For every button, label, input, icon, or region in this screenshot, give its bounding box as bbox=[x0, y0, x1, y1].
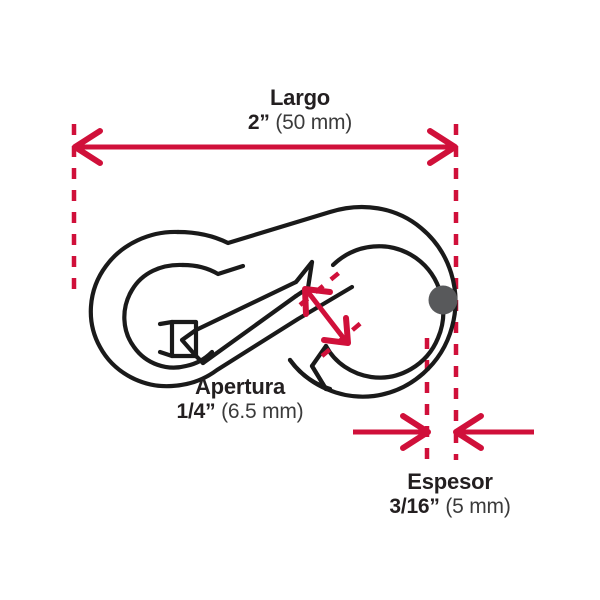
apertura-arrowhead-lower bbox=[321, 315, 351, 346]
gate-bar-nose bbox=[293, 259, 315, 285]
hook-body-outer bbox=[88, 229, 355, 389]
espesor-value-imperial: 3/16” bbox=[389, 494, 440, 518]
hinge-block bbox=[169, 319, 199, 359]
largo-value-imperial: 2” bbox=[247, 110, 270, 134]
apertura-value-imperial: 1/4” bbox=[176, 399, 216, 423]
espesor-dimension-label: Espesor 3/16” (5 mm) bbox=[355, 469, 545, 519]
espesor-arrowhead-left bbox=[400, 413, 431, 451]
largo-label-title: Largo bbox=[269, 85, 331, 110]
hook-right-inner-arc bbox=[323, 244, 446, 380]
gate-bar-bottom-edge bbox=[200, 293, 299, 366]
espesor-dimension-arrows bbox=[353, 413, 534, 451]
gate-bar-tail bbox=[179, 327, 206, 366]
left-eye-inner bbox=[122, 262, 215, 370]
hook-body-top-edge bbox=[175, 204, 458, 399]
carabiner-outline bbox=[88, 204, 458, 399]
apertura-value-metric: (6.5 mm) bbox=[221, 399, 304, 423]
largo-dimension-label: Largo 2” (50 mm) bbox=[150, 85, 450, 135]
espesor-value-metric: (5 mm) bbox=[445, 494, 511, 518]
hinge-block-connector bbox=[157, 319, 175, 359]
espesor-label-value: 3/16” (5 mm) bbox=[355, 495, 545, 519]
largo-value-metric: (50 mm) bbox=[275, 110, 353, 134]
hook-lower-arm-cut bbox=[309, 363, 329, 392]
apertura-label-title: Apertura bbox=[194, 374, 286, 399]
largo-arrowhead-left bbox=[72, 128, 103, 166]
espesor-label-title: Espesor bbox=[407, 469, 493, 494]
left-eye-inner-upper bbox=[180, 262, 246, 277]
apertura-arrow-shaft bbox=[306, 290, 347, 342]
apertura-label-value: 1/4” (6.5 mm) bbox=[140, 400, 340, 424]
rivet-pin bbox=[428, 285, 458, 315]
largo-label-value: 2” (50 mm) bbox=[150, 111, 450, 135]
apertura-dimension-label: Apertura 1/4” (6.5 mm) bbox=[140, 374, 340, 424]
largo-arrowhead-right bbox=[427, 128, 458, 166]
largo-dimension-arrow bbox=[72, 128, 458, 166]
espesor-arrowhead-right bbox=[453, 413, 484, 451]
apertura-arrowhead-upper bbox=[302, 286, 333, 317]
apertura-dimension-arrow bbox=[298, 270, 364, 358]
extension-lines bbox=[71, 124, 459, 460]
